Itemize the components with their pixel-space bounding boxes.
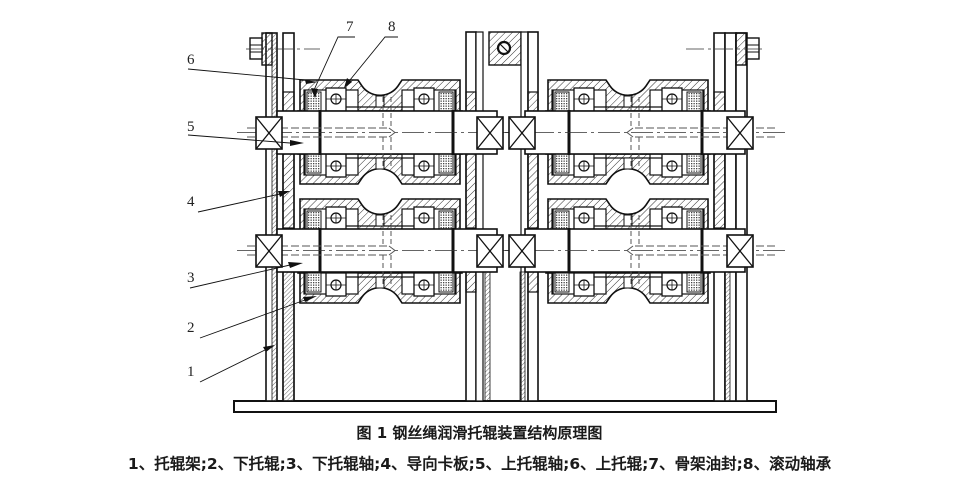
callout-number: 2 xyxy=(187,320,195,336)
pillow-block xyxy=(255,116,283,150)
figure-caption: 图 1 钢丝绳润滑托辊装置结构原理图 xyxy=(356,424,603,442)
center-frame xyxy=(465,31,539,402)
callout-1: 1 xyxy=(187,345,275,383)
callout-3: 3 xyxy=(187,262,303,289)
callout-5: 5 xyxy=(187,119,304,146)
callout-4: 4 xyxy=(187,191,290,213)
pillow-block xyxy=(726,116,754,150)
callout-number: 8 xyxy=(388,19,396,35)
pillow-block xyxy=(508,116,536,150)
pillow-block xyxy=(508,234,536,268)
callout-number: 3 xyxy=(187,270,195,286)
mechanical-drawing: 6 5 4 3 2 1 7 8 xyxy=(187,19,787,413)
callout-number: 5 xyxy=(187,119,195,135)
bolt-icon xyxy=(746,37,760,60)
left-frame xyxy=(246,32,320,402)
callout-8: 8 xyxy=(344,19,398,88)
callout-number: 1 xyxy=(187,364,195,380)
callout-number: 7 xyxy=(346,19,354,35)
pillow-block xyxy=(476,116,504,150)
callout-6: 6 xyxy=(187,52,318,84)
bolt-icon xyxy=(249,37,263,60)
figure-legend: 1、托辊架;2、下托辊;3、下托辊轴;4、导向卡板;5、上托辊轴;6、上托辊;7… xyxy=(127,455,832,473)
pillow-block xyxy=(476,234,504,268)
callout-2: 2 xyxy=(187,296,317,339)
callout-number: 6 xyxy=(187,52,195,68)
callout-7: 7 xyxy=(311,19,355,98)
callout-number: 4 xyxy=(187,194,195,210)
base-plate xyxy=(233,400,777,413)
pillow-block xyxy=(255,234,283,268)
pillow-block xyxy=(726,234,754,268)
